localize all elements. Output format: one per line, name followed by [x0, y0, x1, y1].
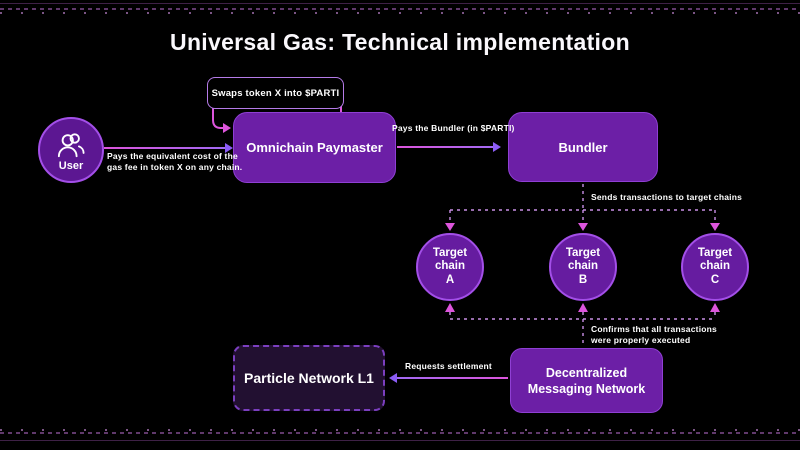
messaging-network-box: Decentralized Messaging Network [510, 348, 663, 413]
users-icon [57, 132, 85, 157]
label-paymaster-to-bundler: Pays the Bundler (in $PARTI) [392, 123, 515, 133]
particle-l1-label: Particle Network L1 [244, 370, 374, 386]
paymaster-box: Omnichain Paymaster [233, 112, 396, 183]
particle-l1-box: Particle Network L1 [233, 345, 385, 411]
target-chain-b-label: Target chain B [565, 246, 601, 286]
target-chain-c-label: Target chain C [697, 246, 733, 286]
label-bundler-to-chains: Sends transactions to target chains [591, 192, 743, 202]
edge-bundler-to-chains [445, 184, 720, 231]
user-node: User [38, 117, 104, 183]
edge-paymaster-to-bundler [397, 142, 501, 152]
swap-note-box: Swaps token X into $PARTI [207, 77, 344, 109]
swap-note-label: Swaps token X into $PARTI [211, 87, 340, 99]
edge-chains-confirmation [445, 303, 720, 347]
target-chain-b-circle: Target chain B [549, 233, 617, 301]
label-chains-confirmation: Confirms that all transactions were prop… [591, 324, 717, 345]
edge-user-to-paymaster [104, 143, 233, 153]
bundler-box: Bundler [508, 112, 658, 182]
label-settlement: Requests settlement [405, 361, 492, 371]
target-chain-a-label: Target chain A [432, 246, 468, 286]
label-user-to-paymaster: Pays the equivalent cost of the gas fee … [107, 151, 243, 172]
edge-settlement [389, 373, 508, 383]
target-chain-c-circle: Target chain C [681, 233, 749, 301]
paymaster-label: Omnichain Paymaster [246, 140, 383, 155]
bundler-label: Bundler [558, 139, 608, 155]
page-title: Universal Gas: Technical implementation [170, 29, 630, 55]
target-chain-a-circle: Target chain A [416, 233, 484, 301]
messaging-network-label: Decentralized Messaging Network [527, 365, 646, 396]
user-label: User [58, 159, 84, 172]
